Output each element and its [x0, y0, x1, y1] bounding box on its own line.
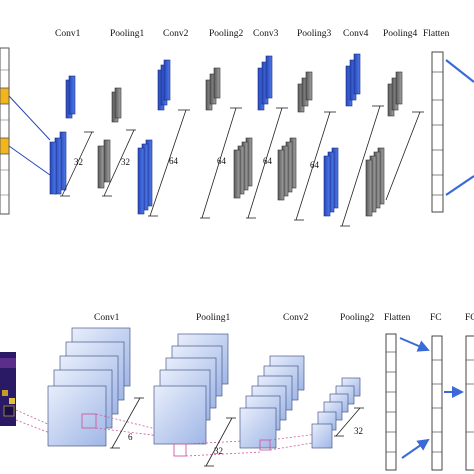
top-label-pooling3: Pooling3	[297, 29, 332, 39]
pooling1-channels: 32	[121, 157, 130, 167]
flatten-arrow-2	[445, 175, 474, 196]
flatten-arrow-1	[445, 59, 474, 83]
top-label-pooling4: Pooling4	[383, 29, 418, 39]
conv4-feature-maps	[340, 53, 385, 227]
conv2-channels: 64	[169, 156, 179, 166]
bottom-fc2-vector	[444, 335, 474, 471]
flatten-to-fc-arrow-1	[399, 337, 430, 352]
pooling2-feature-maps: 64	[200, 67, 253, 219]
conv3-channels: 64	[263, 156, 273, 166]
top-label-conv4: Conv4	[343, 29, 369, 39]
bottom-flatten-vector	[385, 333, 397, 471]
bottom-conv1-dimension: 6	[128, 432, 133, 442]
bottom-pooling2-maps: 32	[311, 377, 364, 449]
bottom-label-pooling1: Pooling1	[196, 313, 231, 323]
top-network-diagram: Conv1 Pooling1 Conv2 Pooling2 Conv3 Pool…	[0, 29, 474, 227]
top-label-conv3: Conv3	[253, 29, 279, 39]
top-label-flatten: Flatten	[423, 29, 450, 39]
conv3-feature-maps: 64	[246, 55, 297, 219]
pooling4-feature-maps	[385, 71, 424, 201]
pooling3-channels: 64	[310, 160, 320, 170]
bottom-conv1-maps: 6	[47, 327, 161, 449]
input-connector-2	[8, 145, 51, 176]
bottom-label-pooling2: Pooling2	[340, 313, 375, 323]
pooling2-channels: 64	[217, 156, 227, 166]
bottom-network-diagram: Conv1 Pooling1 Conv2 Pooling2 Flatten FC…	[0, 313, 474, 471]
input-highlight-2	[0, 137, 10, 155]
top-label-pooling2: Pooling2	[209, 29, 244, 39]
input-connector-1	[8, 95, 51, 141]
pooling3-feature-maps: 64	[294, 71, 339, 221]
bottom-fc1-vector	[399, 335, 443, 471]
bottom-label-conv2: Conv2	[283, 313, 309, 323]
bottom-label-fc-1: FC	[430, 313, 442, 323]
flatten-to-fc-arrow-2	[401, 438, 430, 459]
bottom-conv2-maps	[239, 355, 319, 451]
flatten-vector	[431, 51, 474, 213]
bottom-label-flatten: Flatten	[384, 313, 411, 323]
top-label-pooling1: Pooling1	[110, 29, 145, 39]
conv2-feature-maps: 64	[137, 59, 190, 217]
bottom-pooling1-maps: 32	[153, 333, 263, 467]
top-label-conv1: Conv1	[55, 29, 81, 39]
conv1-feature-maps: 32	[49, 75, 94, 197]
input-highlight-1	[0, 87, 10, 105]
conv1-channels: 32	[74, 157, 83, 167]
bottom-label-fc-2: FC	[465, 313, 474, 323]
pooling1-feature-maps: 32	[97, 87, 136, 197]
bottom-pooling1-dimension: 32	[214, 446, 223, 456]
top-label-conv2: Conv2	[163, 29, 189, 39]
input-vector	[0, 47, 51, 215]
bottom-label-conv1: Conv1	[94, 313, 120, 323]
bottom-pooling2-dimension: 32	[354, 426, 363, 436]
